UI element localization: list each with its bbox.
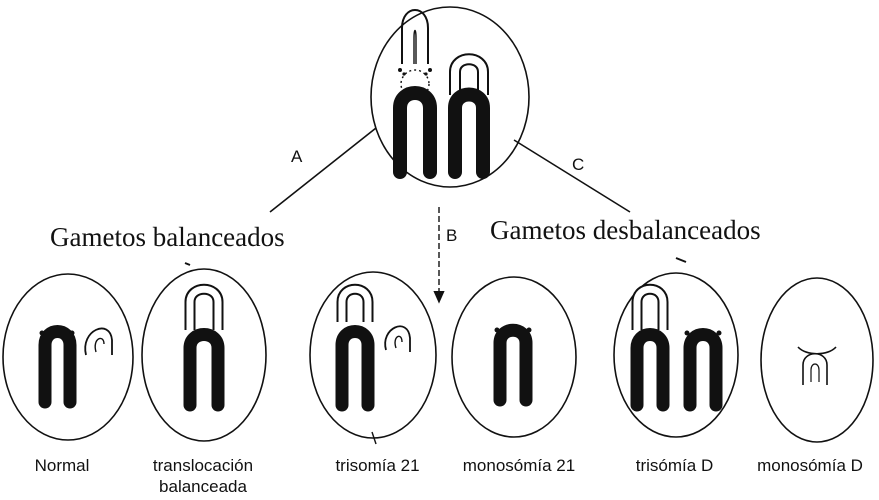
solid-chromosome-left xyxy=(396,93,435,172)
cell-monosomy-21 xyxy=(452,277,576,437)
cell-trisomy-d xyxy=(614,273,738,437)
cell-normal xyxy=(3,274,133,440)
caption-translocation-line1: translocación xyxy=(153,456,253,475)
cell-trisomy-21 xyxy=(310,272,436,438)
branch-line-a xyxy=(270,128,376,212)
branch-label-c: C xyxy=(572,155,584,175)
caption-normal: Normal xyxy=(12,455,112,476)
branch-line-c xyxy=(514,140,630,212)
branch-label-a: A xyxy=(291,147,302,167)
caption-translocation: translocación balanceada xyxy=(138,455,268,497)
translocated-chromosome-upper xyxy=(398,10,432,76)
stray-mark xyxy=(185,263,190,265)
cell-monosomy-d xyxy=(761,278,873,442)
caption-monosomy-21: monosómía 21 xyxy=(458,455,580,476)
heading-unbalanced-gametes: Gametos desbalanceados xyxy=(490,215,761,246)
caption-monosomy-d: monosómía D xyxy=(744,455,876,476)
caption-trisomy-d: trisómía D xyxy=(622,455,727,476)
caption-translocation-line2: balanceada xyxy=(159,477,247,496)
stray-mark xyxy=(676,258,686,262)
heading-balanced-gametes: Gametos balanceados xyxy=(50,222,285,253)
solid-chromosome-right xyxy=(455,59,483,172)
parent-cell xyxy=(371,7,529,187)
branch-label-b: B xyxy=(446,226,457,246)
cell-balanced-translocation xyxy=(142,269,266,441)
caption-trisomy-21: trisomía 21 xyxy=(320,455,435,476)
